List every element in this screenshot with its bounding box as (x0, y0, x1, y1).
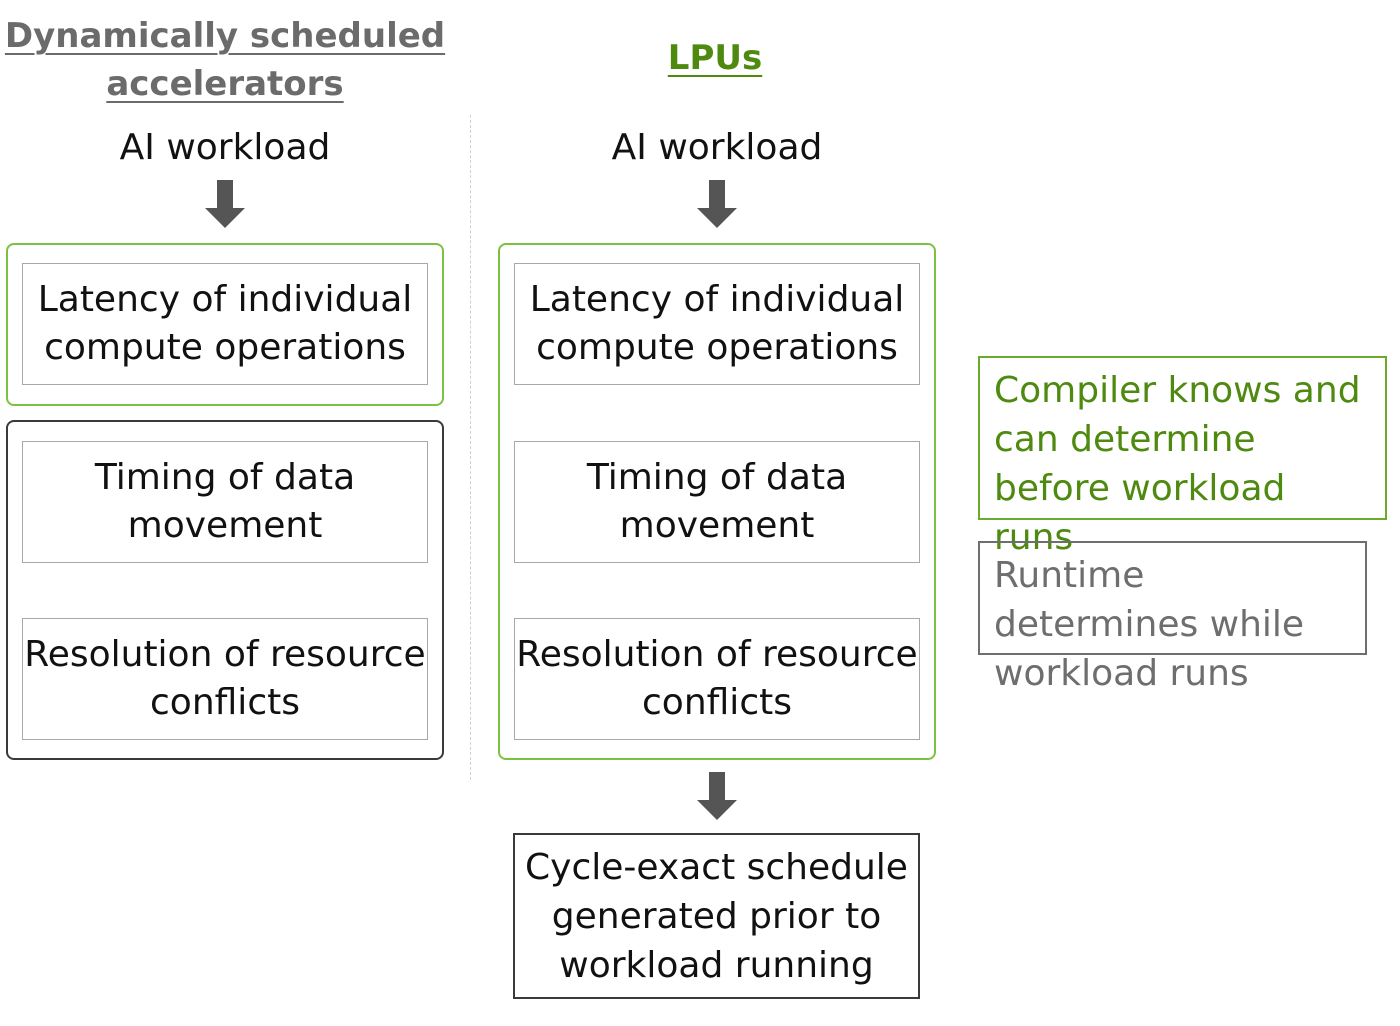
left-runtime-group (6, 420, 444, 760)
legend-compiler: Compiler knows and can determine before … (978, 356, 1387, 558)
left-box-timing: Timing of data movement (22, 441, 428, 563)
result-down-arrow-icon (697, 772, 737, 820)
right-box-latency: Latency of individual compute operations (514, 263, 920, 385)
cycle-exact-schedule-box: Cycle-exact schedule generated prior to … (513, 833, 920, 999)
left-compiler-group (6, 243, 444, 406)
right-box-timing: Timing of data movement (514, 441, 920, 563)
right-workload-label: AI workload (611, 127, 823, 168)
right-box-resolution: Resolution of resource conflicts (514, 618, 920, 740)
column-divider (470, 115, 471, 780)
right-column-title: LPUs (667, 38, 763, 78)
right-down-arrow-icon (697, 180, 737, 228)
left-down-arrow-icon (205, 180, 245, 228)
left-box-latency: Latency of individual compute operations (22, 263, 428, 385)
right-compiler-group (498, 243, 936, 760)
left-box-resolution: Resolution of resource conflicts (22, 618, 428, 740)
left-column-title: Dynamically scheduled accelerators (4, 16, 446, 104)
legend-runtime: Runtime determines while workload runs (978, 541, 1367, 694)
left-workload-label: AI workload (119, 127, 331, 168)
